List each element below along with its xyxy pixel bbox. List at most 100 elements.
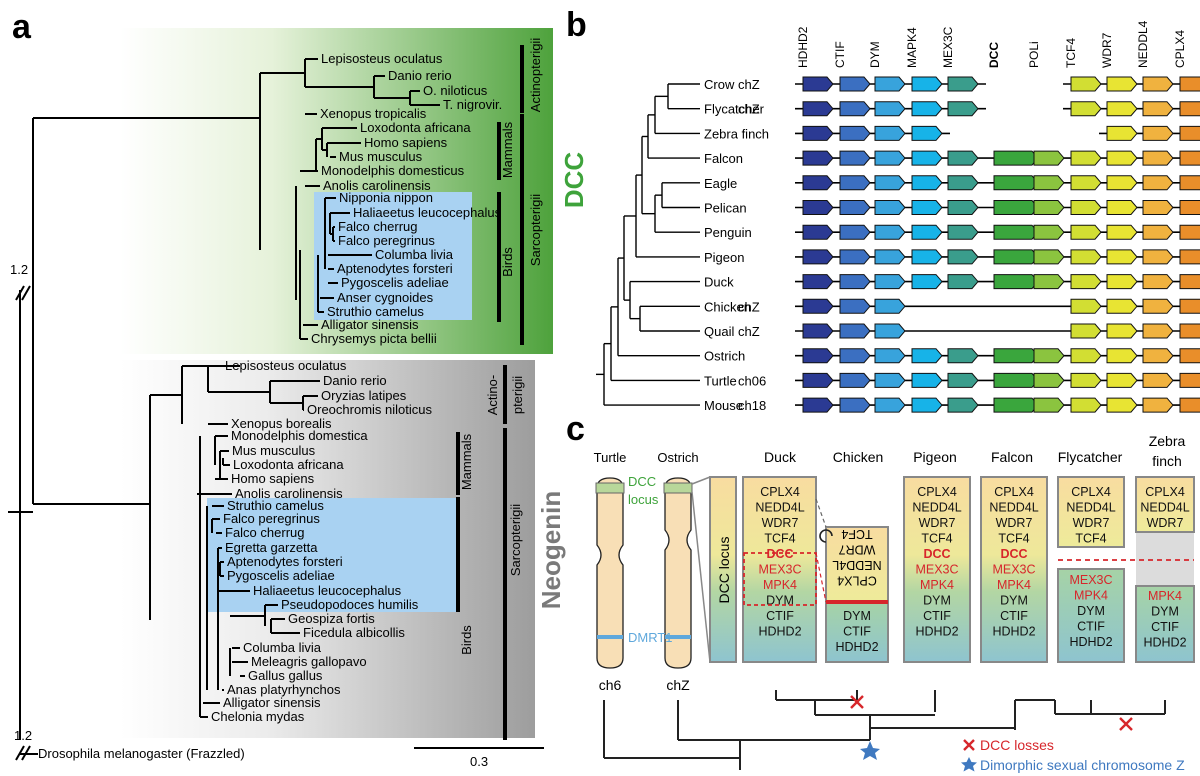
gene-header: MEX3C xyxy=(941,26,955,68)
gene-arrow xyxy=(1106,125,1138,141)
species-label: Xenopus borealis xyxy=(231,416,332,431)
chromosome-name: ch6 xyxy=(599,677,622,693)
species-label: Quail xyxy=(704,324,734,339)
gene-arrow xyxy=(1142,175,1174,191)
species-label: Aptenodytes forsteri xyxy=(337,261,453,276)
species-label: Haliaeetus leucocephalus xyxy=(253,583,402,598)
locus-gene: DYM xyxy=(1000,594,1028,608)
locus-gene: MEX3C xyxy=(1069,573,1112,587)
gene-arrow xyxy=(947,101,979,117)
locus-gene: TCF4 xyxy=(998,532,1029,546)
gene-arrow xyxy=(1070,348,1102,364)
gene-arrow xyxy=(874,150,906,166)
gene-arrow xyxy=(1070,150,1102,166)
locus-gene: HDHD2 xyxy=(915,625,958,639)
dcc-locus-label: DCC xyxy=(628,474,656,489)
species-label: Chicken xyxy=(704,299,751,314)
species-label: Chrysemys picta bellii xyxy=(311,331,437,346)
species-label: Monodelphis domesticus xyxy=(321,163,465,178)
gene-arrow xyxy=(1179,175,1200,191)
species-label: Falcon xyxy=(704,151,743,166)
locus-gene: TCF4 xyxy=(1075,532,1106,546)
species-label: Homo sapiens xyxy=(231,471,315,486)
gene-arrow xyxy=(1179,397,1200,413)
gene-arrow xyxy=(1142,397,1174,413)
gene-arrow xyxy=(1179,348,1200,364)
species-label: Struthio camelus xyxy=(327,304,424,319)
species-label: Egretta garzetta xyxy=(225,540,318,555)
locus-gene: MPK4 xyxy=(997,578,1031,592)
gene-arrow xyxy=(839,200,871,215)
legend-dimorphic: Dimorphic sexual chromosome Z xyxy=(980,757,1185,773)
gene-arrow xyxy=(947,274,979,290)
gene-arrow xyxy=(1070,76,1102,92)
chromosome-label: chZ xyxy=(738,77,760,92)
gene-arrow xyxy=(839,348,871,364)
gene-arrow xyxy=(802,348,834,364)
locus-gene: DCC xyxy=(923,547,950,561)
chromosome-label: chZ xyxy=(738,324,760,339)
species-label: Nipponia nippon xyxy=(339,190,433,205)
species-label: Anas platyrhynchos xyxy=(227,682,341,697)
locus-gene: MEX3C xyxy=(915,563,958,577)
gene-arrow xyxy=(1033,274,1065,290)
gene-arrow xyxy=(1179,200,1200,215)
chrom-species-label: Turtle xyxy=(594,450,627,465)
locus-gene: WDR7 xyxy=(1073,516,1110,530)
gene-arrow xyxy=(1179,224,1200,240)
locus-gene: HDHD2 xyxy=(1143,636,1186,650)
species-label: Anser cygnoides xyxy=(337,290,434,305)
locus-gene: DYM xyxy=(923,594,951,608)
species-label: Chelonia mydas xyxy=(211,709,305,724)
species-label: Meleagris gallopavo xyxy=(251,654,367,669)
locus-gene: DYM xyxy=(766,594,794,608)
gene-arrow xyxy=(1106,298,1138,314)
gene-arrow xyxy=(839,125,871,141)
group-label: Mammals xyxy=(459,433,474,490)
gene-arrow xyxy=(1070,224,1102,240)
gene-arrow xyxy=(1106,150,1138,166)
chromosome-label: chZ xyxy=(738,102,760,117)
species-label: Pygoscelis adeliae xyxy=(341,275,449,290)
locus-gene: HDHD2 xyxy=(835,640,878,654)
gene-arrow xyxy=(839,101,871,117)
gene-arrow xyxy=(911,397,943,413)
locus-gene: CTIF xyxy=(1151,620,1179,634)
gene-arrow xyxy=(874,274,906,290)
gene-arrow xyxy=(1070,372,1102,388)
neogenin-birds-highlight xyxy=(207,498,457,612)
locus-gene: HDHD2 xyxy=(758,625,801,639)
locus-gene: MPK4 xyxy=(1074,589,1108,603)
group-label: Actino- xyxy=(485,375,500,415)
species-label: Gallus gallus xyxy=(248,668,323,683)
species-label: Mus musculus xyxy=(339,149,423,164)
gene-arrow xyxy=(993,372,1039,388)
gene-arrow xyxy=(1106,249,1138,265)
gene-arrow xyxy=(839,224,871,240)
gene-arrow xyxy=(1033,348,1065,364)
gene-arrow xyxy=(993,175,1039,191)
column-header: Pigeon xyxy=(913,449,957,465)
chromosome-label: ch18 xyxy=(738,398,766,413)
gene-arrow xyxy=(802,372,834,388)
gene-arrow xyxy=(1142,298,1174,314)
zoom-line xyxy=(691,491,711,663)
dcc-loss-marker xyxy=(850,695,864,709)
gene-arrow xyxy=(1179,101,1200,117)
species-label: Ficedula albicollis xyxy=(303,625,405,640)
group-label: Sarcopterigii xyxy=(528,194,543,266)
species-label: Alligator sinensis xyxy=(321,317,419,332)
gene-arrow xyxy=(1106,397,1138,413)
gene-arrow xyxy=(1033,224,1065,240)
gene-arrow xyxy=(1142,224,1174,240)
gene-arrow xyxy=(911,348,943,364)
legend-losses: DCC losses xyxy=(980,737,1054,753)
gene-arrow xyxy=(1033,175,1065,191)
flycatcher-upper-box xyxy=(1057,476,1125,548)
species-label: Lepisosteus oculatus xyxy=(225,358,347,373)
gene-arrow xyxy=(1070,175,1102,191)
